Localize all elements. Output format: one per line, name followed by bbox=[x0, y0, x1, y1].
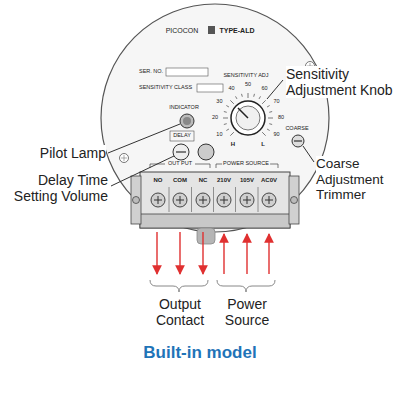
screw-slot bbox=[176, 196, 184, 204]
maker-logo bbox=[208, 26, 215, 34]
delay-volume bbox=[173, 144, 189, 160]
dial-tick bbox=[226, 129, 229, 131]
callout-label: Pilot Lamp bbox=[2, 145, 106, 161]
dial-tick bbox=[262, 100, 266, 104]
dial-tick bbox=[269, 123, 272, 125]
terminal-name: COM bbox=[172, 177, 188, 183]
dial-tick bbox=[267, 106, 270, 108]
leader-line bbox=[111, 156, 174, 186]
screw-slot bbox=[265, 196, 273, 204]
dial-tick bbox=[262, 132, 266, 136]
terminal-screw bbox=[173, 193, 187, 207]
terminal-name: 210V bbox=[216, 177, 232, 183]
plate-text: SER. NO. bbox=[138, 69, 164, 75]
terminal-name: 105V bbox=[239, 177, 255, 183]
dial-tick bbox=[241, 94, 243, 97]
dial-number: 10 bbox=[215, 132, 223, 138]
screw-slot bbox=[154, 196, 162, 204]
screw-slot bbox=[243, 196, 251, 204]
dial-tick bbox=[268, 118, 273, 119]
screw-slot bbox=[220, 196, 228, 204]
output-arrow bbox=[202, 232, 203, 274]
screw-slot bbox=[199, 196, 207, 204]
plate-text: DELAY bbox=[172, 133, 192, 139]
dial-number: 30 bbox=[215, 99, 223, 105]
face-plate bbox=[101, 4, 329, 232]
power-arrow bbox=[268, 234, 269, 274]
output-arrow bbox=[156, 232, 157, 274]
group-label: POWER SOURCE bbox=[222, 161, 270, 167]
terminal-screw bbox=[262, 193, 276, 207]
terminal-screw bbox=[217, 193, 231, 207]
sensitivity-knob bbox=[231, 101, 265, 135]
class-box bbox=[197, 84, 223, 92]
dial-number: 60 bbox=[260, 87, 268, 93]
round-cap bbox=[198, 144, 214, 160]
caption: Built-in model bbox=[143, 343, 256, 363]
dial-tick bbox=[236, 96, 238, 99]
dial-tick bbox=[248, 93, 249, 98]
cable-notch bbox=[197, 228, 215, 244]
dial-tick bbox=[224, 111, 227, 113]
dial-tick bbox=[224, 123, 227, 125]
output-arrow bbox=[179, 232, 180, 274]
group-brace bbox=[150, 280, 208, 292]
dial-tick bbox=[253, 94, 255, 97]
dial-tick bbox=[269, 111, 272, 113]
dial-end-mark: L bbox=[260, 141, 266, 147]
plate-text: SENSITIVITY ADJ bbox=[222, 73, 269, 79]
dial-number: 90 bbox=[273, 132, 281, 138]
group-caption: Output Contact bbox=[145, 296, 215, 328]
dial-tick bbox=[267, 129, 270, 131]
dial-scale bbox=[223, 93, 273, 136]
terminal-screw bbox=[240, 193, 254, 207]
dial-tick bbox=[223, 118, 228, 119]
brand-name: PICOCON bbox=[165, 27, 200, 34]
leader-line bbox=[303, 146, 314, 162]
callout-label: Sensitivity Adjustment Knob bbox=[286, 66, 398, 98]
terminal-block bbox=[131, 172, 299, 228]
terminal-screws bbox=[151, 193, 276, 207]
dial-end-mark: H bbox=[230, 141, 236, 147]
leader-line bbox=[267, 80, 283, 99]
plate-text: INDICATOR bbox=[168, 105, 200, 111]
terminal-name: AC0V bbox=[260, 177, 278, 183]
plate-text: COARSE bbox=[284, 126, 309, 132]
dial-number: 50 bbox=[244, 82, 252, 88]
dial-tick bbox=[230, 100, 234, 104]
leader-line bbox=[108, 124, 180, 153]
dial-tick bbox=[226, 106, 229, 108]
serial-box bbox=[166, 68, 208, 76]
dial-number: 70 bbox=[273, 99, 281, 105]
dial-number: 80 bbox=[277, 115, 285, 121]
terminal-screw bbox=[196, 193, 210, 207]
dial-number: 20 bbox=[211, 115, 219, 121]
terminal-name: NO bbox=[153, 177, 164, 183]
dial-tick bbox=[259, 96, 261, 99]
pilot-lamp bbox=[180, 114, 194, 128]
group-label: OUT PUT bbox=[167, 161, 193, 167]
coarse-trimmer bbox=[292, 135, 304, 147]
delay-frame bbox=[170, 131, 194, 141]
terminal-screw bbox=[151, 193, 165, 207]
callout-label: Coarse Adjustment Trimmer bbox=[316, 156, 398, 203]
group-caption: Power Source bbox=[215, 296, 279, 328]
plate-text: SENSITIVITY CLASS bbox=[138, 85, 193, 91]
dial-tick bbox=[230, 132, 234, 136]
group-brace bbox=[217, 280, 275, 292]
power-arrow bbox=[223, 234, 224, 274]
dial-number: 40 bbox=[227, 87, 235, 93]
terminal-name: NC bbox=[198, 177, 209, 183]
power-arrow bbox=[246, 234, 247, 274]
model-name: TYPE-ALD bbox=[219, 27, 256, 34]
mount-hole bbox=[120, 154, 129, 163]
callout-label: Delay Time Setting Volume bbox=[0, 172, 108, 204]
